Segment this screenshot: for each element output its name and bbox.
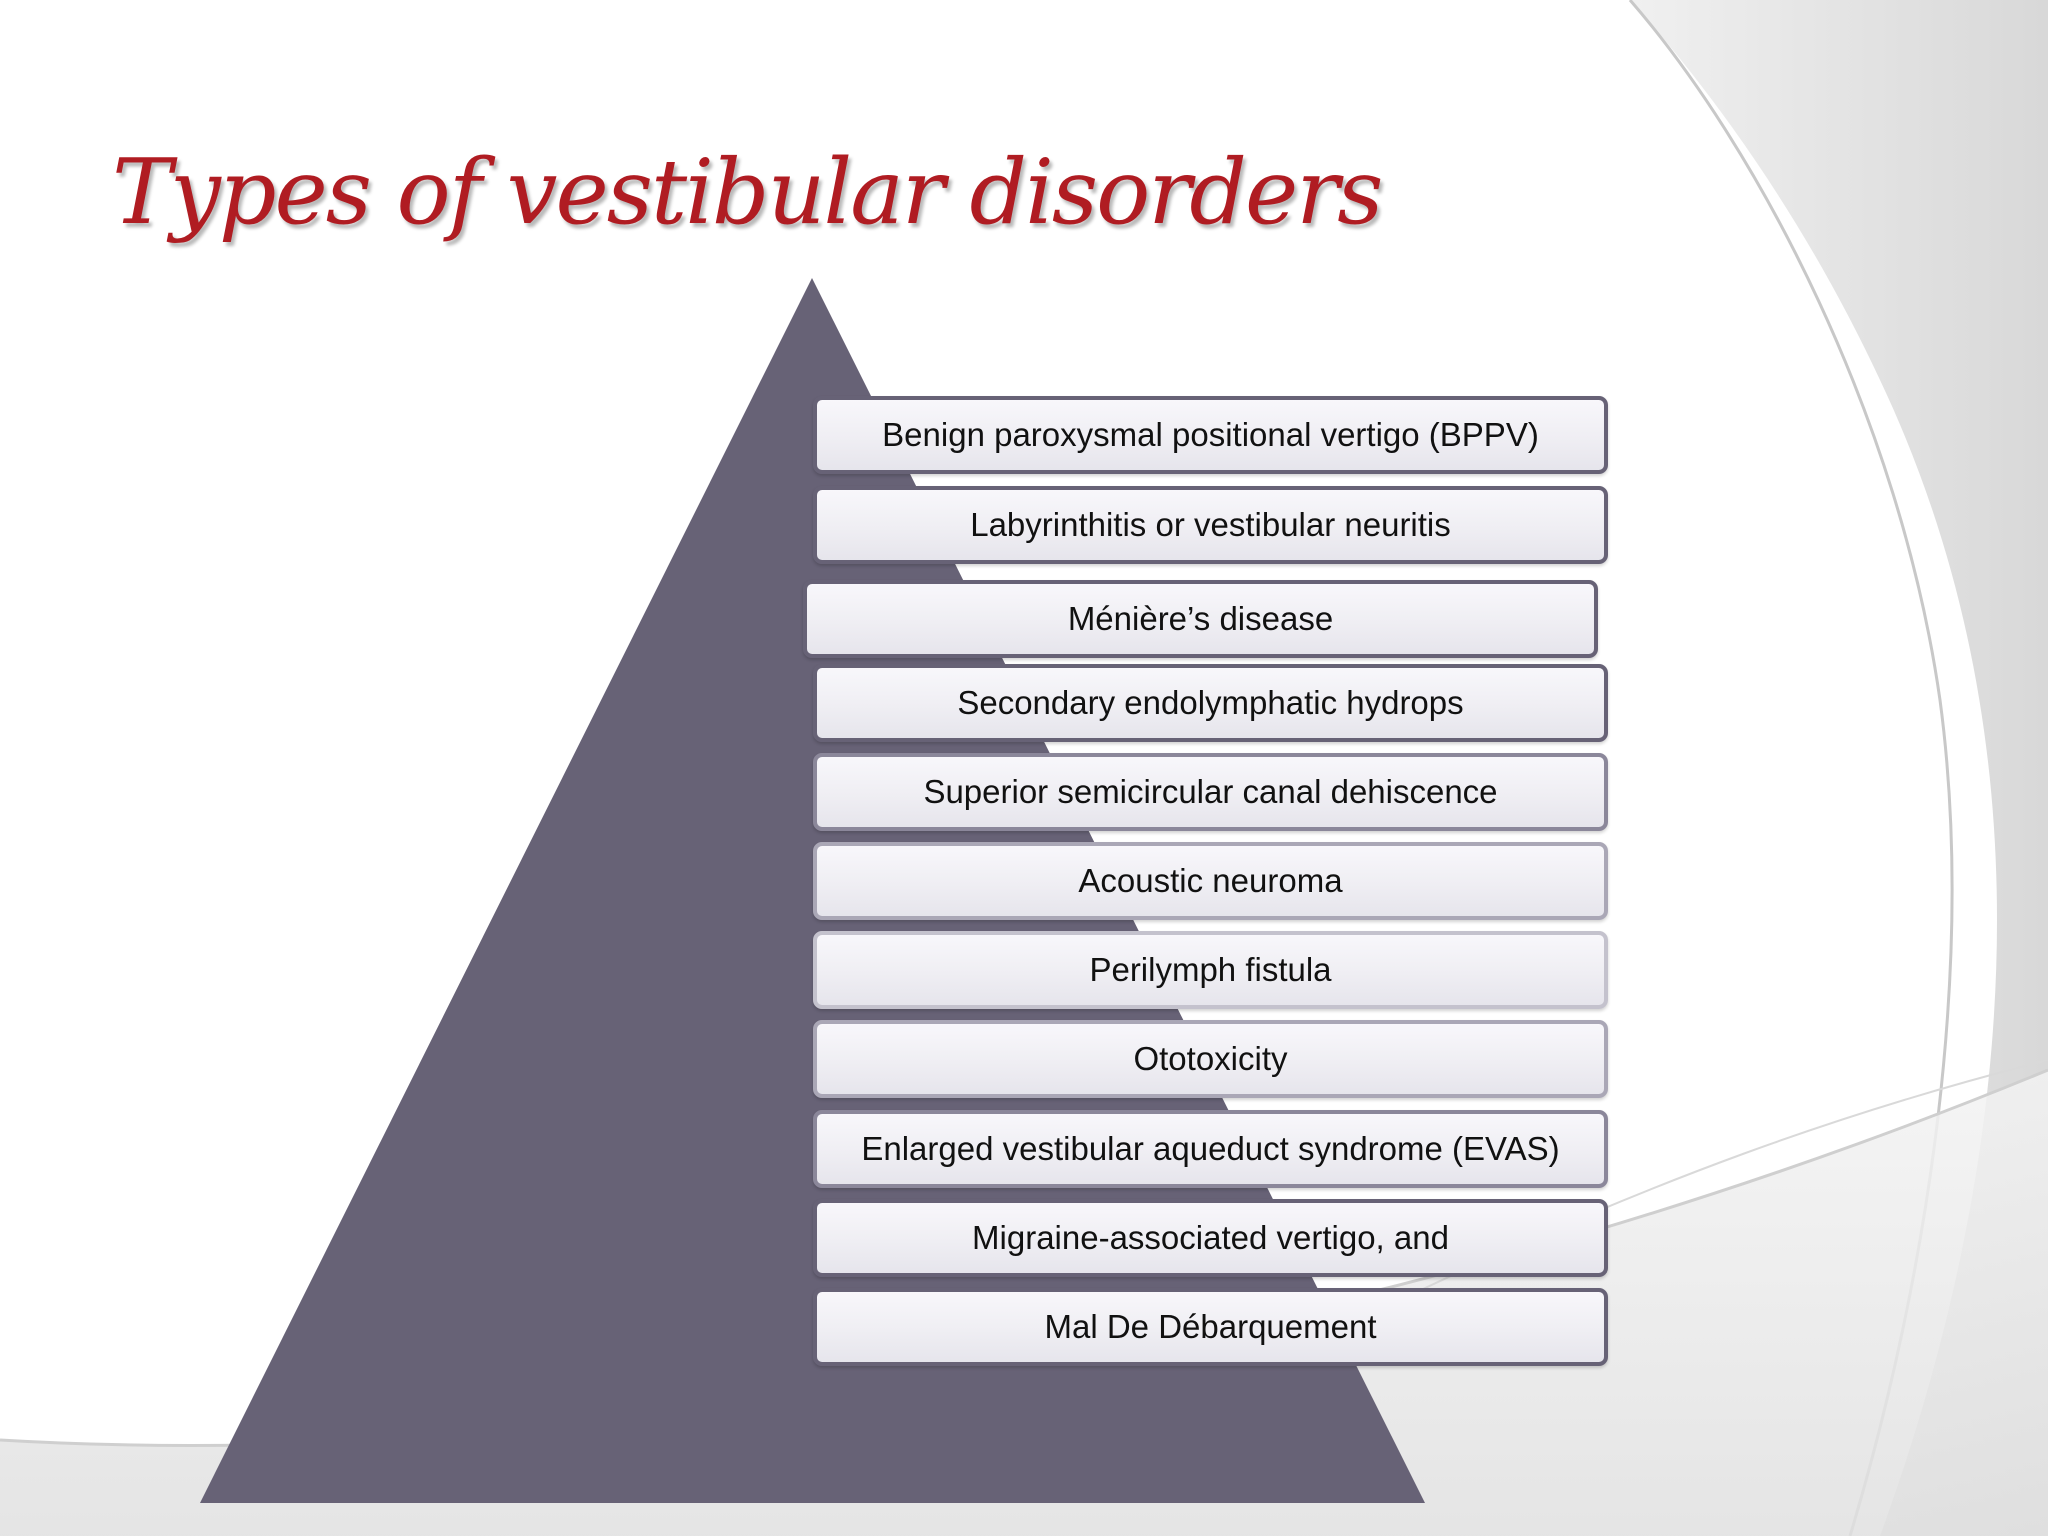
pyramid-item-migraine-vertigo: Migraine-associated vertigo, and xyxy=(813,1199,1608,1277)
pyramid-item-perilymph-fistula: Perilymph fistula xyxy=(813,931,1608,1009)
pyramid-item-mal-de-debarquement: Mal De Débarquement xyxy=(813,1288,1608,1366)
pyramid-item-menieres: Ménière’s disease xyxy=(803,580,1598,658)
pyramid-item-labyrinthitis: Labyrinthitis or vestibular neuritis xyxy=(813,486,1608,564)
pyramid-item-canal-dehiscence: Superior semicircular canal dehiscence xyxy=(813,753,1608,831)
pyramid-item-acoustic-neuroma: Acoustic neuroma xyxy=(813,842,1608,920)
pyramid-fill xyxy=(200,278,1425,1503)
pyramid-item-ototoxicity: Ototoxicity xyxy=(813,1020,1608,1098)
pyramid-item-endolymphatic-hydrops: Secondary endolymphatic hydrops xyxy=(813,664,1608,742)
pyramid-item-evas: Enlarged vestibular aqueduct syndrome (E… xyxy=(813,1110,1608,1188)
pyramid-item-bppv: Benign paroxysmal positional vertigo (BP… xyxy=(813,396,1608,474)
slide-title: Types of vestibular disorders xyxy=(112,140,1383,245)
